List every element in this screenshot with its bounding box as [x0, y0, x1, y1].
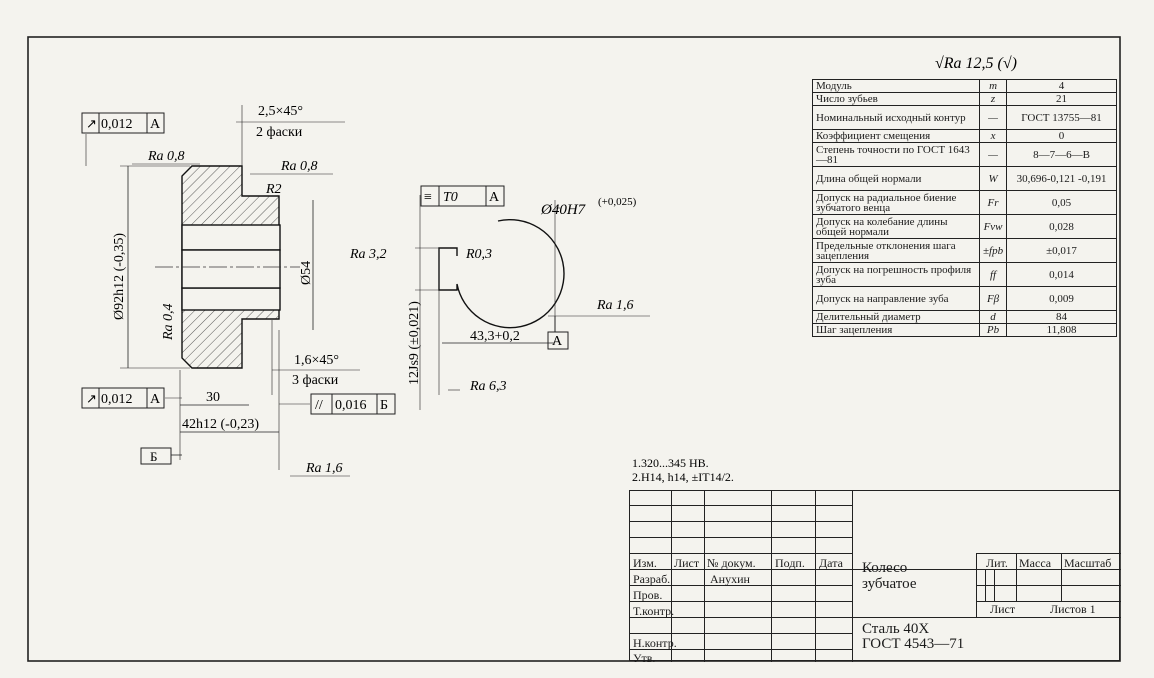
table-row: Предельные отклонения шага зацепления±fp…: [812, 238, 1117, 263]
title-block: Изм. Лист № докум. Подп. Дата Разраб. Ан…: [629, 490, 1121, 665]
tb-sheets: Листов 1: [1050, 602, 1096, 616]
svg-text:0,012: 0,012: [101, 117, 133, 132]
ra-63-label: Ra 6,3: [469, 379, 507, 394]
symmetry-tolerance: ≡ T0 A: [420, 185, 505, 207]
svg-text:↗: ↗: [86, 116, 97, 131]
part-name-line-1: Колесо: [862, 560, 908, 576]
runout-tolerance-bottom: ↗ 0,012 A: [81, 387, 165, 409]
material-line-2: ГОСТ 4543—71: [862, 636, 965, 652]
r03-label: R0,3: [465, 247, 492, 262]
svg-text:T0: T0: [443, 190, 458, 205]
ra-32-label: Ra 3,2: [349, 247, 387, 262]
svg-text:Б: Б: [150, 449, 157, 464]
tb-scale: Масштаб: [1064, 556, 1112, 570]
svg-text:A: A: [150, 117, 161, 132]
svg-text:≡: ≡: [424, 190, 432, 205]
table-row: Степень точности по ГОСТ 1643—81—8—7—6—B: [812, 142, 1117, 167]
tb-utv: Утв.: [633, 651, 656, 665]
surface-roughness-general: √Ra 12,5 (√): [935, 55, 1017, 72]
tb-header-doc: № докум.: [707, 556, 756, 570]
drawing-frame: [27, 36, 1121, 662]
table-row: Допуск на радиальное биение зубчатого ве…: [812, 190, 1117, 215]
part-name-line-2: зубчатое: [862, 576, 917, 592]
gear-section-view: [85, 105, 360, 477]
key-width-label: 12Js9 (±0,021): [407, 301, 422, 385]
chamfer-top-label: 2,5×45°: [258, 104, 303, 119]
ra-08-right: Ra 0,8: [280, 159, 318, 174]
diameter-54-label: Ø54: [299, 261, 314, 285]
note-line-1: 1.320...345 HB.: [632, 456, 709, 470]
bore-tolerance-label: (+0,025): [598, 196, 637, 208]
r2-label: R2: [265, 182, 282, 197]
ra-08-left: Ra 0,8: [147, 149, 185, 164]
dim-43-label: 43,3+0,2: [470, 329, 520, 344]
chamfer-bottom-note: 3 фаски: [292, 373, 339, 388]
dim-42-label: 42h12 (-0,23): [182, 417, 259, 432]
tb-prov: Пров.: [633, 588, 663, 602]
ra-16-bottom-label: Ra 1,6: [305, 461, 343, 476]
tb-nkontr: Н.контр.: [633, 636, 677, 650]
ra-16-hub-label: Ra 1,6: [596, 298, 634, 313]
tb-header-date: Дата: [819, 556, 843, 570]
svg-text:Б: Б: [380, 398, 388, 413]
tb-header-list: Лист: [674, 556, 700, 570]
tb-tkontr: Т.контр.: [633, 604, 675, 618]
tb-razrab: Разраб.: [633, 572, 671, 586]
chamfer-bottom-label: 1,6×45°: [294, 353, 339, 368]
svg-text:A: A: [552, 334, 563, 349]
ra-04-label: Ra 0,4: [161, 303, 176, 341]
svg-text:0,012: 0,012: [101, 392, 133, 407]
datum-b-box: Б: [140, 447, 172, 465]
svg-text:A: A: [489, 190, 500, 205]
runout-tolerance-top: ↗ 0,012 A: [81, 112, 165, 134]
tb-header-izm: Изм.: [633, 556, 657, 570]
hub-bore-view: [415, 195, 650, 410]
tb-razrab-name: Анухин: [710, 572, 750, 586]
svg-text://: //: [315, 398, 323, 413]
svg-text:A: A: [150, 392, 161, 407]
svg-text:↗: ↗: [86, 391, 97, 406]
bore-diameter-label: Ø40H7: [540, 202, 587, 218]
table-row: Номинальный исходный контур—ГОСТ 13755—8…: [812, 105, 1117, 130]
parallelism-tolerance: // 0,016 Б: [310, 393, 396, 415]
material-line-1: Сталь 40Х: [862, 621, 930, 637]
tb-sheet: Лист: [990, 602, 1016, 616]
tb-lit: Лит.: [986, 556, 1008, 570]
tb-header-sign: Подп.: [775, 556, 805, 570]
note-line-2: 2.H14, h14, ±IT14/2.: [632, 470, 734, 484]
datum-a-box: A: [547, 331, 569, 350]
tb-mass: Масса: [1019, 556, 1052, 570]
chamfer-top-note: 2 фаски: [256, 125, 303, 140]
svg-text:0,016: 0,016: [335, 398, 367, 413]
diameter-92-label: Ø92h12 (-0,35): [112, 233, 127, 320]
dim-30-label: 30: [206, 390, 220, 405]
